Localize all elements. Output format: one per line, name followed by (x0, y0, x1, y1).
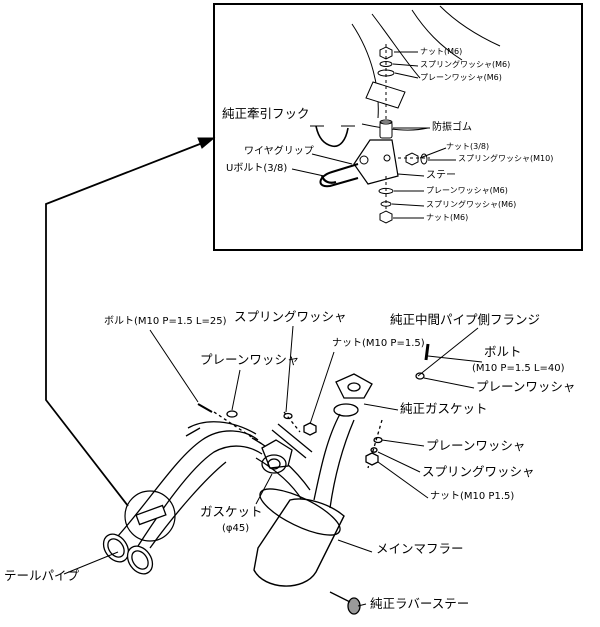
detail-callout-arrow (45, 137, 216, 542)
plain-washer-left-icon (226, 410, 238, 418)
spring-washer-m10-icon (420, 153, 428, 165)
label-bolt-right: ボルト (484, 344, 522, 359)
label-gasket: ガスケット (200, 504, 263, 519)
label-main-muffler: メインマフラー (376, 541, 464, 556)
bolt-right-icon (424, 343, 430, 361)
tail-hanger-bracket (135, 504, 167, 526)
label-tail-pipe: テールパイプ (4, 568, 80, 583)
label-oem-mid-flange: 純正中間パイプ側フランジ (390, 312, 541, 327)
main-muffler-body (253, 498, 345, 587)
label-plain-washer-right: プレーンワッシャ (476, 379, 576, 394)
muffler-inlet-flange (261, 439, 293, 469)
stay-bracket (353, 139, 399, 185)
nut-3-8-icon (405, 152, 419, 166)
label-nut-3-8: ナット(3/8) (446, 142, 490, 151)
gasket-45-icon (261, 454, 287, 474)
u-bolt-icon (319, 163, 359, 188)
label-spring-washer-lower: スプリングワッシャ (422, 464, 535, 479)
label-oem-tow-hook: 純正牽引フック (222, 106, 310, 121)
inset-detail (213, 3, 583, 251)
plain-washer-m6-bottom-icon (378, 187, 394, 195)
label-oem-gasket: 純正ガスケット (400, 401, 488, 416)
label-plain-washer-lower: プレーンワッシャ (426, 438, 526, 453)
label-wire-grip: ワイヤグリップ (244, 146, 314, 157)
spring-washer-m6-bottom-icon (380, 201, 392, 207)
label-nut-m10-p15: ナット(M10 P1.5) (430, 491, 515, 502)
mid-pipe-connector (313, 413, 355, 509)
label-spring-washer-top: スプリングワッシャ (234, 309, 347, 324)
plain-washer-lower-icon (373, 436, 383, 444)
rubber-mount-icon (379, 121, 393, 139)
nut-m10-p15-icon (365, 452, 379, 466)
label-nut-m6-top: ナット(M6) (420, 47, 463, 56)
label-spring-washer-m10: スプリングワッシャ(M10) (458, 154, 554, 163)
nut-m6-bottom-icon (379, 210, 393, 224)
oem-gasket-ring (333, 403, 359, 417)
wire-grip-icon (320, 175, 337, 184)
label-spring-washer-m6-bottom: スプリングワッシャ(M6) (426, 200, 517, 209)
pipe-hanger-rod (271, 423, 313, 459)
tow-hook-icon (315, 125, 349, 148)
oem-mid-flange-icon (335, 373, 373, 399)
label-spring-washer-m6-top: スプリングワッシャ(M6) (420, 60, 511, 69)
label-nut-m10: ナット(M10 P=1.5) (332, 338, 425, 349)
main-leader-lines (63, 325, 483, 607)
label-u-bolt: Uボルト(3/8) (226, 163, 288, 174)
tail-pipe-upper-branch (185, 421, 257, 437)
label-plain-washer-m6-top: プレーンワッシャ(M6) (420, 73, 502, 82)
label-stay: ステー (426, 170, 456, 181)
label-nut-m6-bottom: ナット(M6) (426, 213, 469, 222)
label-bolt-left: ボルト(M10 P=1.5 L=25) (104, 316, 227, 327)
spring-washer-lower-icon (370, 447, 378, 453)
label-plain-washer-left: プレーンワッシャ (200, 352, 300, 367)
label-rubber-mount: 防振ゴム (432, 122, 472, 133)
plain-washer-right-icon (415, 372, 425, 380)
inset-leader-lines (291, 51, 456, 219)
label-oem-rubber-stay: 純正ラバーステー (370, 596, 470, 611)
spring-washer-m6-top-icon (379, 61, 393, 67)
exhaust-assembly (102, 343, 430, 615)
label-gasket-size: (φ45) (222, 523, 250, 534)
label-bolt-right-spec: (M10 P=1.5 L=40) (472, 363, 565, 374)
label-plain-washer-m6-bottom: プレーンワッシャ(M6) (426, 186, 508, 195)
inset-frame (213, 3, 583, 251)
vehicle-body-outline (351, 5, 501, 131)
nut-m10-icon (303, 422, 317, 436)
